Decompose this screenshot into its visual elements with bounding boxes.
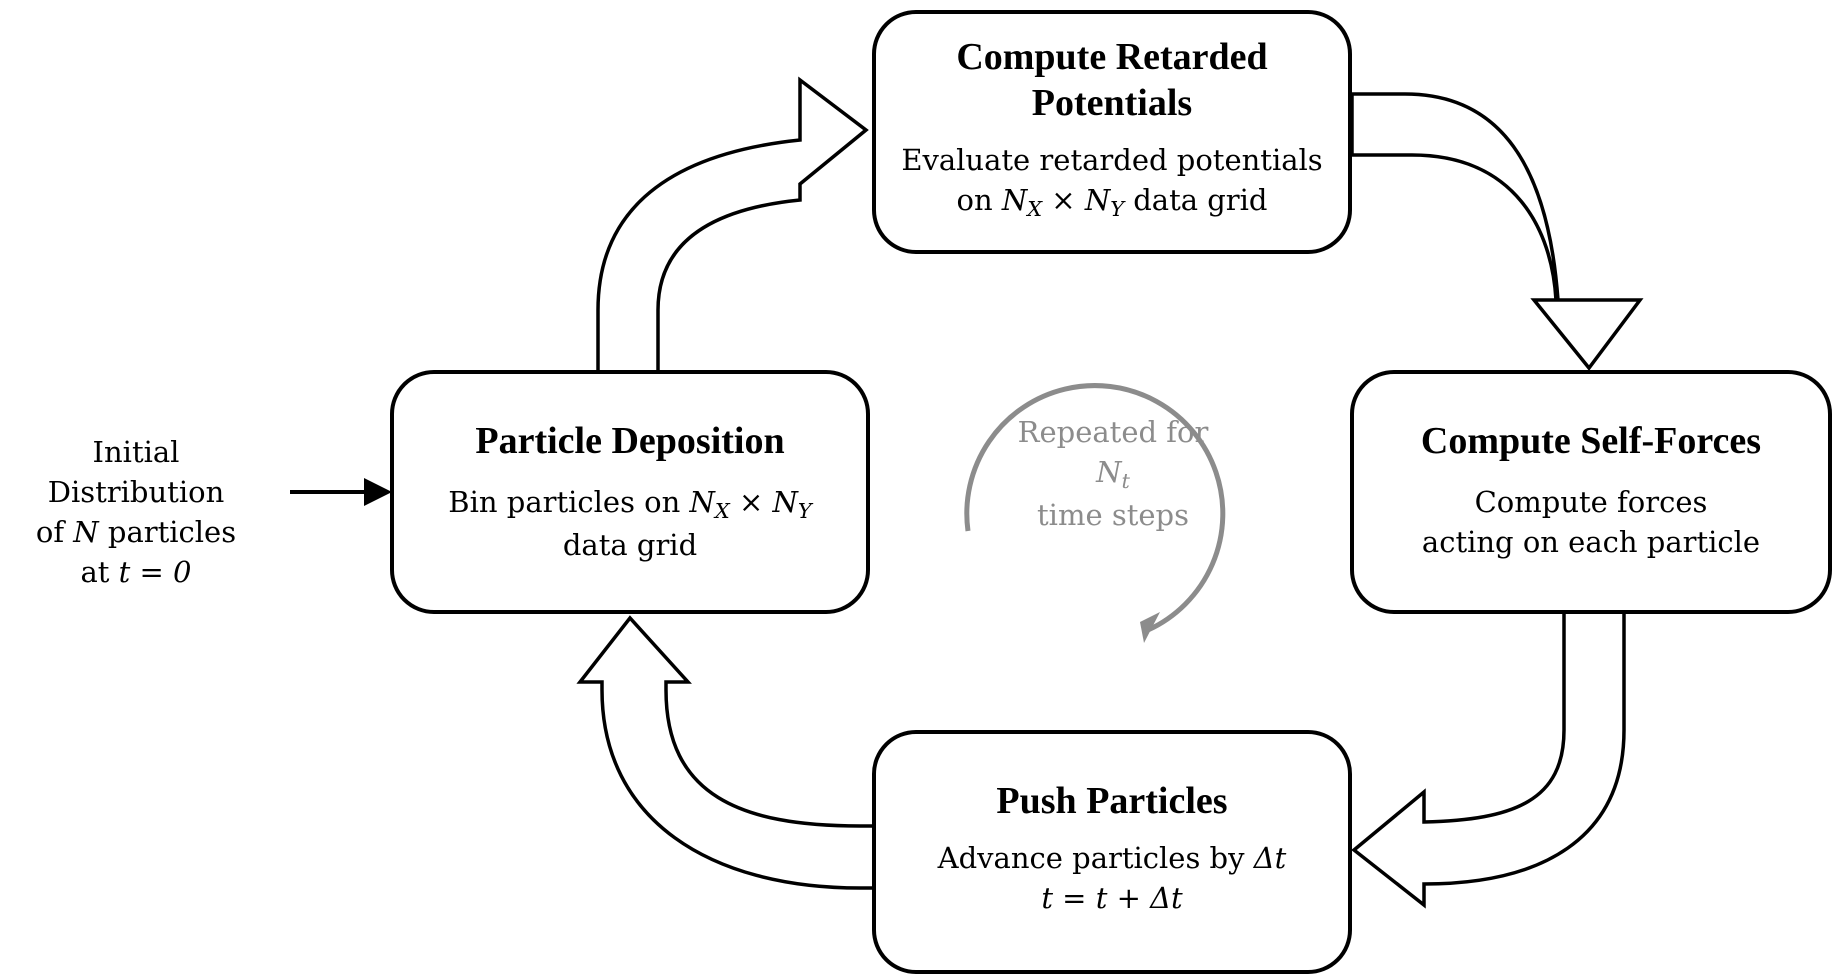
cycle-n-var: N (1096, 455, 1122, 489)
cycle-line-3: time steps (1037, 498, 1189, 532)
cycle-arc (964, 383, 1226, 633)
compute-retarded-potentials-box: Compute Retarded Potentials Evaluate ret… (872, 10, 1352, 254)
initial-line-2-prefix: of (35, 515, 74, 549)
push-desc-line-1: Advance particles by Δt (876, 838, 1348, 878)
retarded-desc-prefix: on (956, 183, 1002, 217)
arrow-selfforces-to-push (1351, 614, 1626, 909)
grid-times: × (1042, 183, 1085, 217)
deposition-grid-n-y: N (772, 485, 798, 519)
initial-distribution-label: Initial Distribution of N particles at t… (0, 432, 272, 592)
initial-time-expr: t = 0 (118, 555, 192, 589)
compute-retarded-potentials-title: Compute Retarded Potentials (876, 34, 1348, 126)
retarded-desc-suffix: data grid (1124, 183, 1268, 217)
deposition-grid-sub-x: X (714, 499, 730, 524)
deposition-desc-line-2: data grid (562, 528, 698, 562)
initial-line-2: of N particles (0, 512, 272, 552)
arrow-push-to-deposition (576, 615, 872, 890)
cycle-arrowhead (1140, 612, 1160, 643)
compute-self-forces-title: Compute Self-Forces (1420, 420, 1762, 462)
self-forces-desc-line-2: acting on each particle (1421, 525, 1761, 559)
retarded-title-line-1: Compute Retarded (956, 36, 1268, 78)
grid-sub-y: Y (1110, 197, 1124, 222)
push-desc-prefix: Advance particles by (937, 841, 1254, 875)
particle-deposition-title: Particle Deposition (475, 420, 785, 462)
deposition-desc-prefix: Bin particles on (448, 485, 690, 519)
push-particles-box: Push Particles Advance particles by Δt t… (872, 730, 1352, 974)
initial-line-3: at t = 0 (0, 552, 272, 592)
deposition-desc-line-1: Bin particles on NX × NY (394, 482, 866, 525)
deposition-grid-sub-y: Y (797, 499, 812, 524)
retarded-desc-line-2: on NX × NY data grid (876, 180, 1348, 223)
deposition-grid-times: × (729, 485, 773, 519)
retarded-desc-line-1: Evaluate retarded potentials (901, 143, 1323, 177)
push-particles-title: Push Particles (996, 780, 1228, 822)
self-forces-desc-line-1: Compute forces (1474, 485, 1708, 519)
initial-line-3-prefix: at (80, 555, 119, 589)
retarded-title-line-2: Potentials (1031, 82, 1193, 124)
particle-deposition-box: Particle Deposition Bin particles on NX … (390, 370, 870, 614)
arrow-deposition-to-retarded (596, 76, 869, 370)
initial-n-var: N (73, 515, 99, 549)
deposition-grid-n-x: N (689, 485, 715, 519)
input-arrowhead (364, 478, 392, 506)
grid-n-x: N (1001, 183, 1028, 217)
grid-sub-x: X (1027, 197, 1043, 222)
arrow-retarded-to-selfforces (1350, 92, 1644, 371)
cycle-line-1: Repeated for (1017, 415, 1209, 449)
compute-self-forces-box: Compute Self-Forces Compute forces actin… (1350, 370, 1832, 614)
cycle-sub-t: t (1121, 469, 1130, 494)
grid-n-y: N (1084, 183, 1111, 217)
cycle-label: Repeated for Nt time steps (968, 412, 1258, 535)
cycle-line-2: Nt (968, 452, 1258, 495)
initial-line-2-suffix: particles (98, 515, 237, 549)
initial-line-1: Initial Distribution (47, 435, 225, 509)
push-desc-line-2: t = t + Δt (1041, 881, 1183, 915)
push-delta-t: Δt (1253, 841, 1287, 875)
